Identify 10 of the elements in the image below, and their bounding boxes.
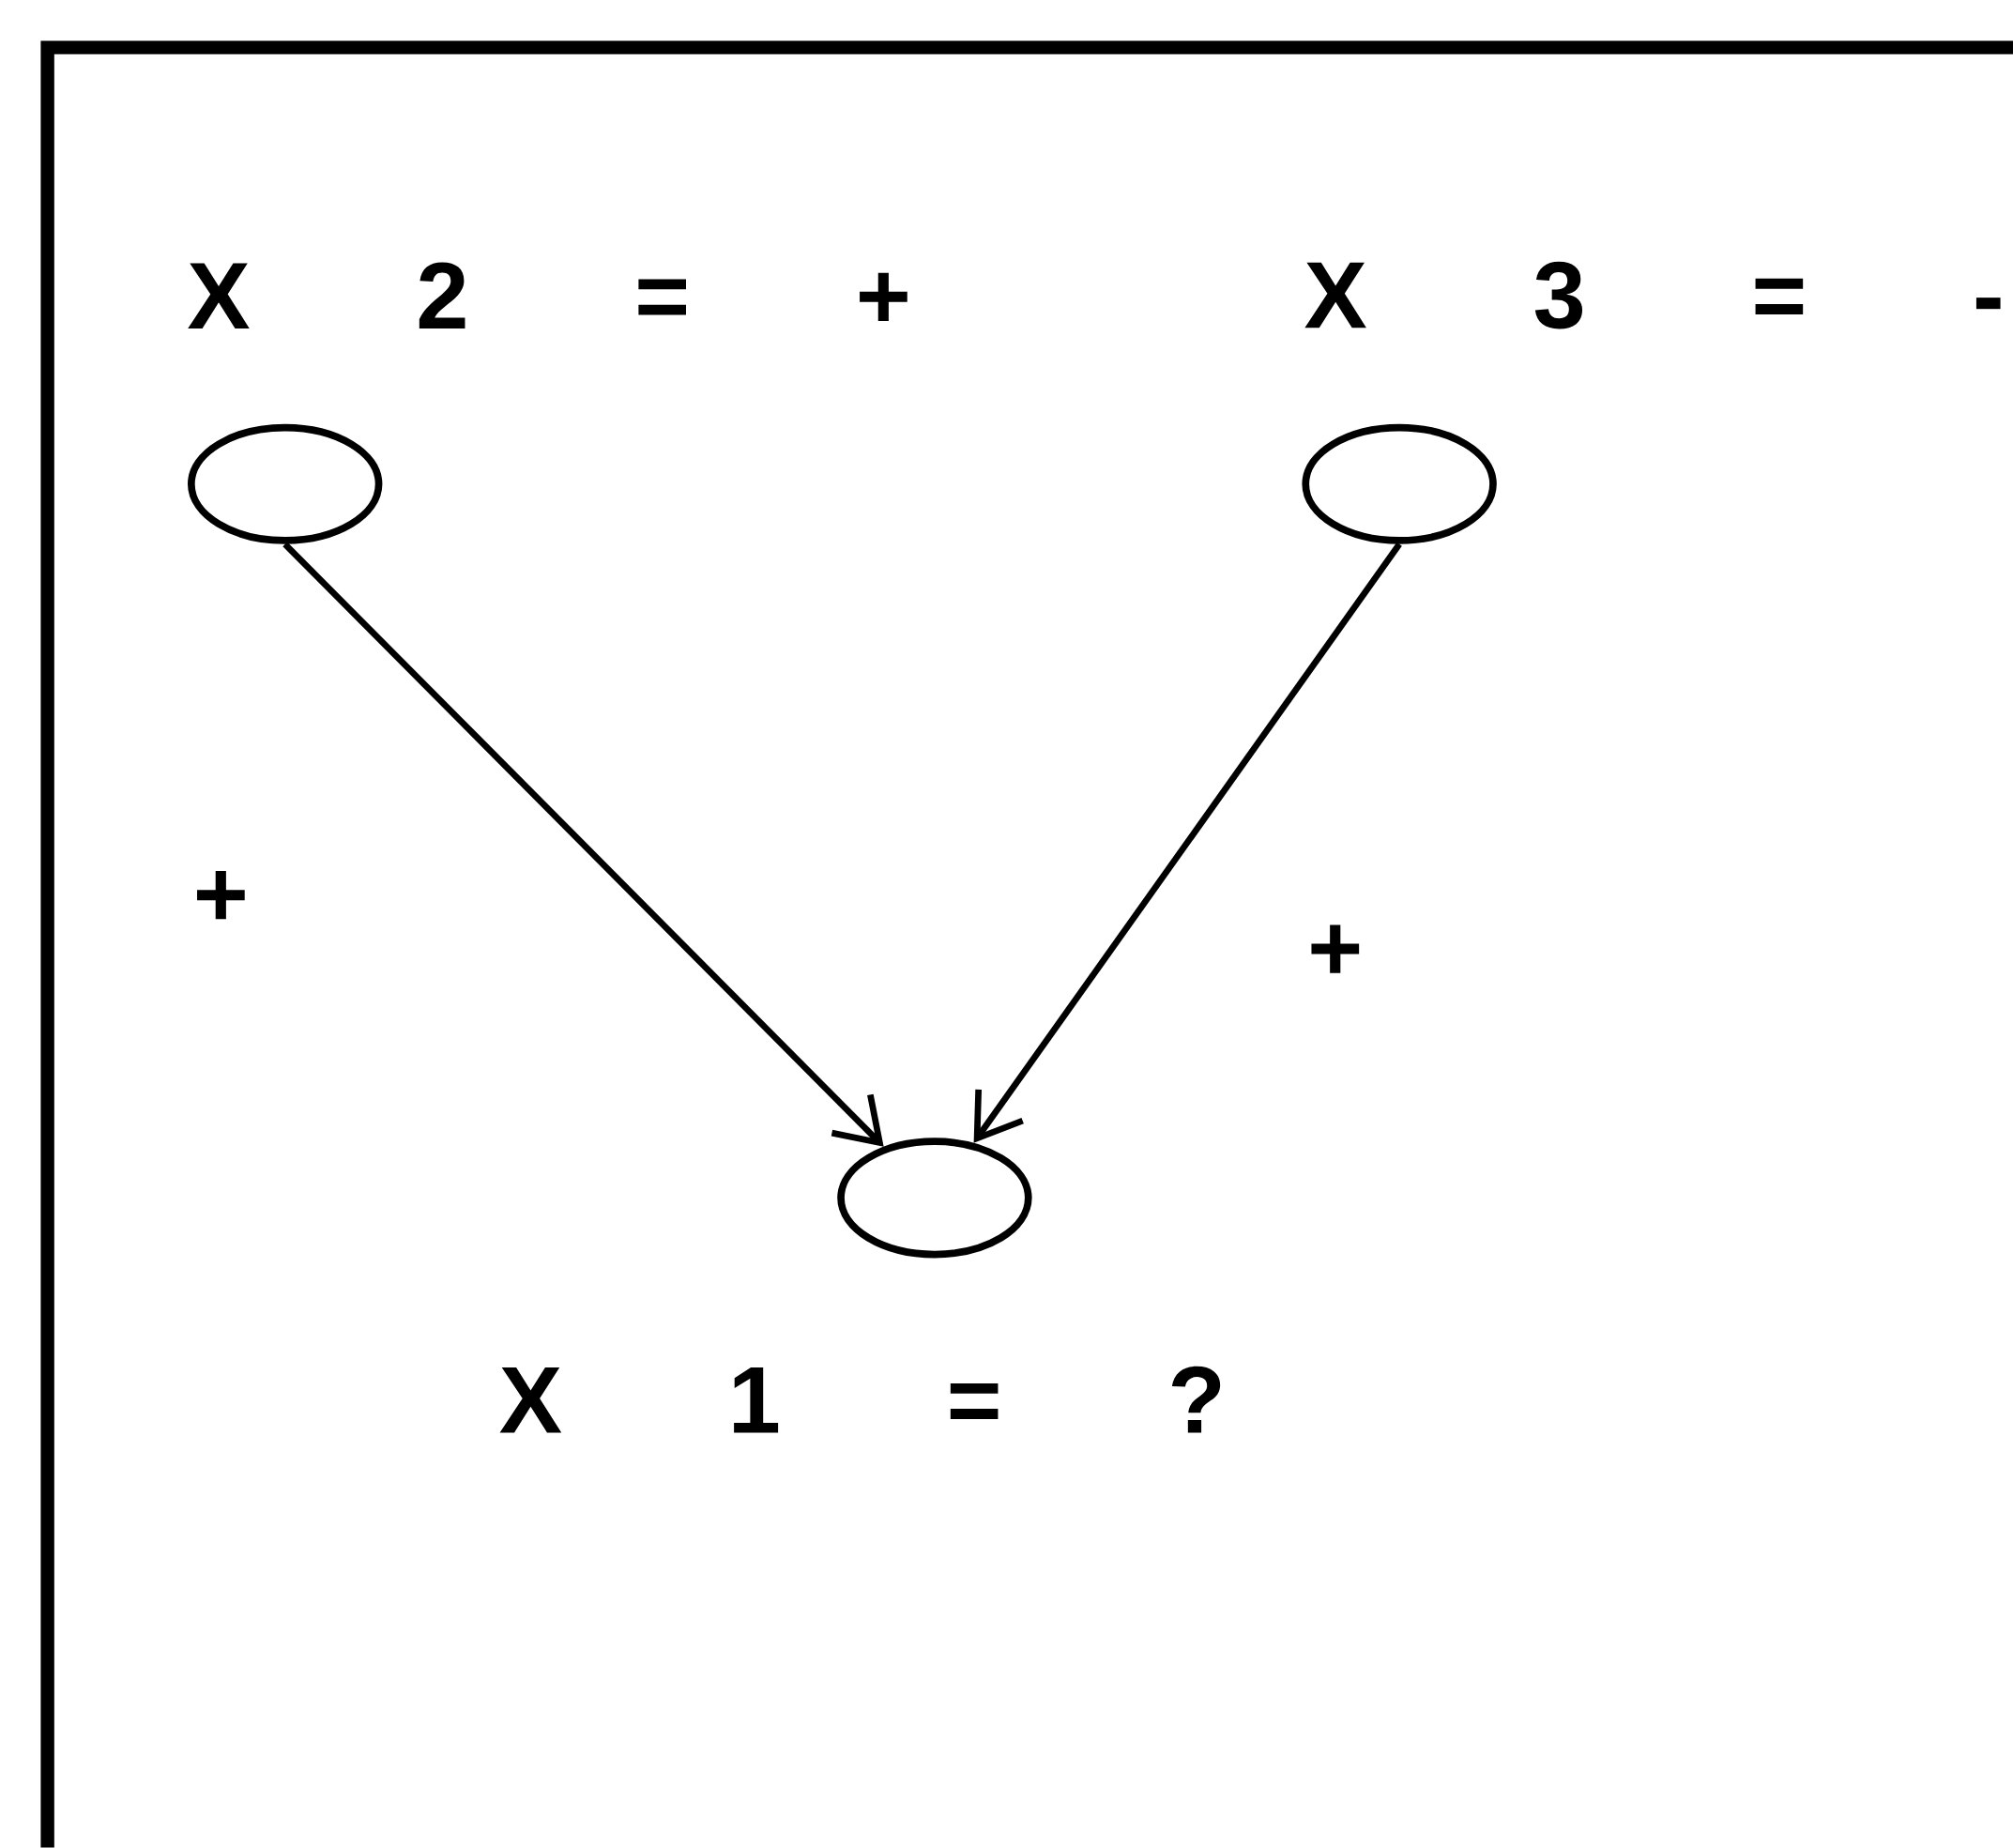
- node-label: X 1 = ?: [499, 1367, 1221, 1433]
- node-label: X 3 = -: [1304, 262, 2001, 329]
- ellipse-node: X 3 = -: [1302, 262, 2001, 544]
- ellipse-node: X 1 = ?: [499, 1138, 1221, 1433]
- edge-label: +: [189, 866, 253, 932]
- ellipse-node: X 2 = +: [188, 262, 907, 544]
- arrow: [282, 542, 884, 1147]
- arrow: [973, 542, 1402, 1143]
- edge-label: +: [1303, 920, 1367, 985]
- node-label: X 2 = +: [188, 262, 907, 329]
